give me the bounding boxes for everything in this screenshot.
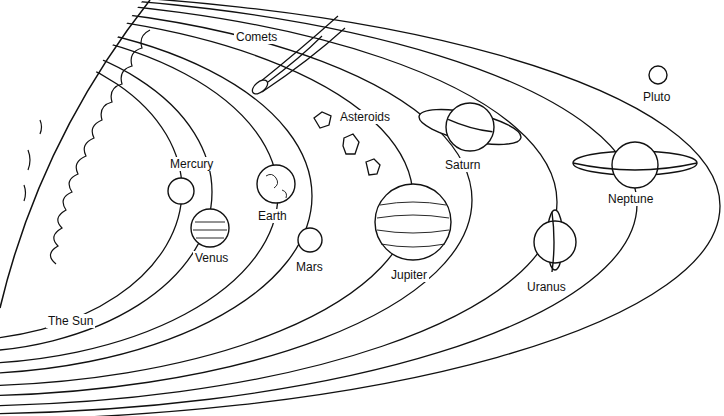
- venus: [191, 209, 229, 247]
- comet: [250, 16, 345, 97]
- asteroid: [343, 134, 359, 154]
- uranus-ring-front: [552, 212, 554, 272]
- body-label: Comets: [234, 30, 279, 44]
- jupiter-bands: [377, 202, 449, 247]
- body-label: Saturn: [443, 158, 482, 172]
- pluto: [649, 66, 667, 84]
- body-label: Pluto: [641, 90, 672, 104]
- asteroid: [314, 112, 331, 128]
- body-label: Mars: [294, 260, 325, 274]
- uranus: [534, 221, 576, 263]
- body-label: The Sun: [46, 314, 95, 328]
- sun-flares: [50, 30, 150, 264]
- body-label: Earth: [256, 209, 289, 223]
- neptune: [612, 142, 658, 188]
- earth: [257, 165, 295, 203]
- body-label: Venus: [193, 251, 230, 265]
- body-label: Jupiter: [389, 268, 429, 282]
- mercury: [168, 178, 194, 204]
- sun-body: [0, 0, 150, 310]
- saturn: [446, 103, 494, 151]
- saturn-ring-front: [447, 119, 493, 132]
- mars: [298, 228, 322, 252]
- body-label: Mercury: [168, 157, 215, 171]
- venus-bands: [193, 222, 227, 238]
- saturn-ring: [416, 102, 524, 151]
- asteroid: [366, 159, 380, 175]
- comet-head: [250, 77, 270, 96]
- earth-land: [266, 174, 287, 198]
- body-label: Neptune: [606, 192, 655, 206]
- comet-tail: [255, 16, 345, 92]
- planets: [168, 66, 697, 272]
- body-label: Asteroids: [338, 110, 392, 124]
- body-label: Uranus: [525, 280, 568, 294]
- sun-edge: [0, 0, 150, 308]
- sun-marks: [24, 120, 42, 201]
- neptune-ring-front: [573, 163, 697, 170]
- jupiter: [375, 184, 451, 260]
- sun: [0, 0, 150, 310]
